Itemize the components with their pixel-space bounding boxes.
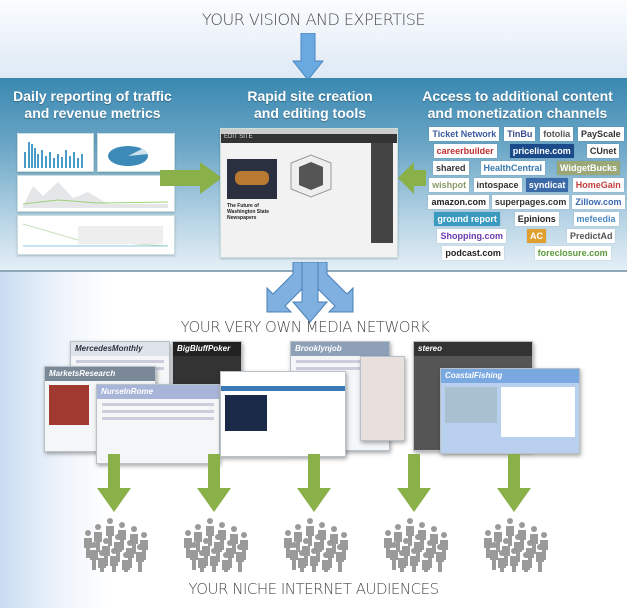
logo: Epinions xyxy=(514,212,559,226)
site-card xyxy=(220,371,346,457)
logo: AC xyxy=(526,229,546,243)
logo: Ticket Network xyxy=(429,127,500,141)
pie-chart-icon xyxy=(108,146,148,166)
logo: intospace xyxy=(473,178,522,192)
logo: priceline.com xyxy=(509,144,574,158)
cube-icon xyxy=(290,154,332,198)
logo: TinBu xyxy=(504,127,536,141)
down-arrow-icon xyxy=(397,454,431,512)
audience-row xyxy=(0,454,627,584)
audience-crowd-icon xyxy=(284,518,348,572)
logo: WidgetBucks xyxy=(557,161,620,175)
logo: superpages.com xyxy=(491,195,570,209)
site-card: NurseInRome xyxy=(96,384,220,464)
logo: fotolia xyxy=(540,127,574,141)
logo: careerbuilder xyxy=(433,144,497,158)
down-arrow-icon xyxy=(197,454,231,512)
partner-logos: Ticket Network TinBu fotolia PayScale ca… xyxy=(428,127,625,267)
site-card: CoastalFishing xyxy=(440,368,580,454)
area-chart-thumbnail xyxy=(17,175,175,212)
article-headline: The Future of Washington State Newspaper… xyxy=(227,203,270,221)
logo: PredictAd xyxy=(566,229,616,243)
audiences-title: YOUR NICHE INTERNET AUDIENCES xyxy=(188,580,439,598)
down-arrow-icon xyxy=(497,454,531,512)
audience-crowd-icon xyxy=(84,518,148,572)
logo: amazon.com xyxy=(428,195,489,209)
network-title: YOUR VERY OWN MEDIA NETWORK xyxy=(180,318,430,336)
logo: foreclosure.com xyxy=(534,246,611,260)
down-arrow-icon xyxy=(97,454,131,512)
edit-site-bar: EDIT SITE xyxy=(221,134,397,143)
logo: Shopping.com xyxy=(437,229,506,243)
down-arrow-icon xyxy=(292,33,324,81)
vision-title: YOUR VISION AND EXPERTISE xyxy=(202,10,425,29)
bar-chart-icon xyxy=(24,142,83,168)
logo: podcast.com xyxy=(442,246,504,260)
article-image xyxy=(227,159,277,199)
logo: shared xyxy=(433,161,469,175)
pie-chart-thumbnail xyxy=(97,133,175,172)
area-chart-icon xyxy=(22,182,169,208)
logo: CUnet xyxy=(586,144,620,158)
bar-chart-thumbnail xyxy=(17,133,94,172)
audience-crowd-icon xyxy=(484,518,548,572)
logo: PayScale xyxy=(578,127,624,141)
distribute-arrows-icon xyxy=(266,262,354,323)
right-arrow-icon xyxy=(160,162,222,194)
site-card xyxy=(360,356,405,441)
logo: HealthCentral xyxy=(480,161,546,175)
logo: HomeGain xyxy=(572,178,624,192)
down-arrow-icon xyxy=(297,454,331,512)
audience-crowd-icon xyxy=(184,518,248,572)
logo: wishpot xyxy=(429,178,470,192)
audience-crowd-icon xyxy=(384,518,448,572)
logo: Zillow.com xyxy=(572,195,625,209)
line-chart-thumbnail xyxy=(17,215,175,255)
logo: mefeedia xyxy=(573,212,619,226)
left-arrow-icon xyxy=(398,162,426,194)
logo: syndicat xyxy=(525,178,569,192)
site-editor-screenshot: EDIT SITE The Future of Washington State… xyxy=(220,128,398,258)
logo: ground report xyxy=(434,212,500,226)
editor-sidebar xyxy=(371,143,393,243)
line-chart-icon xyxy=(22,223,169,247)
